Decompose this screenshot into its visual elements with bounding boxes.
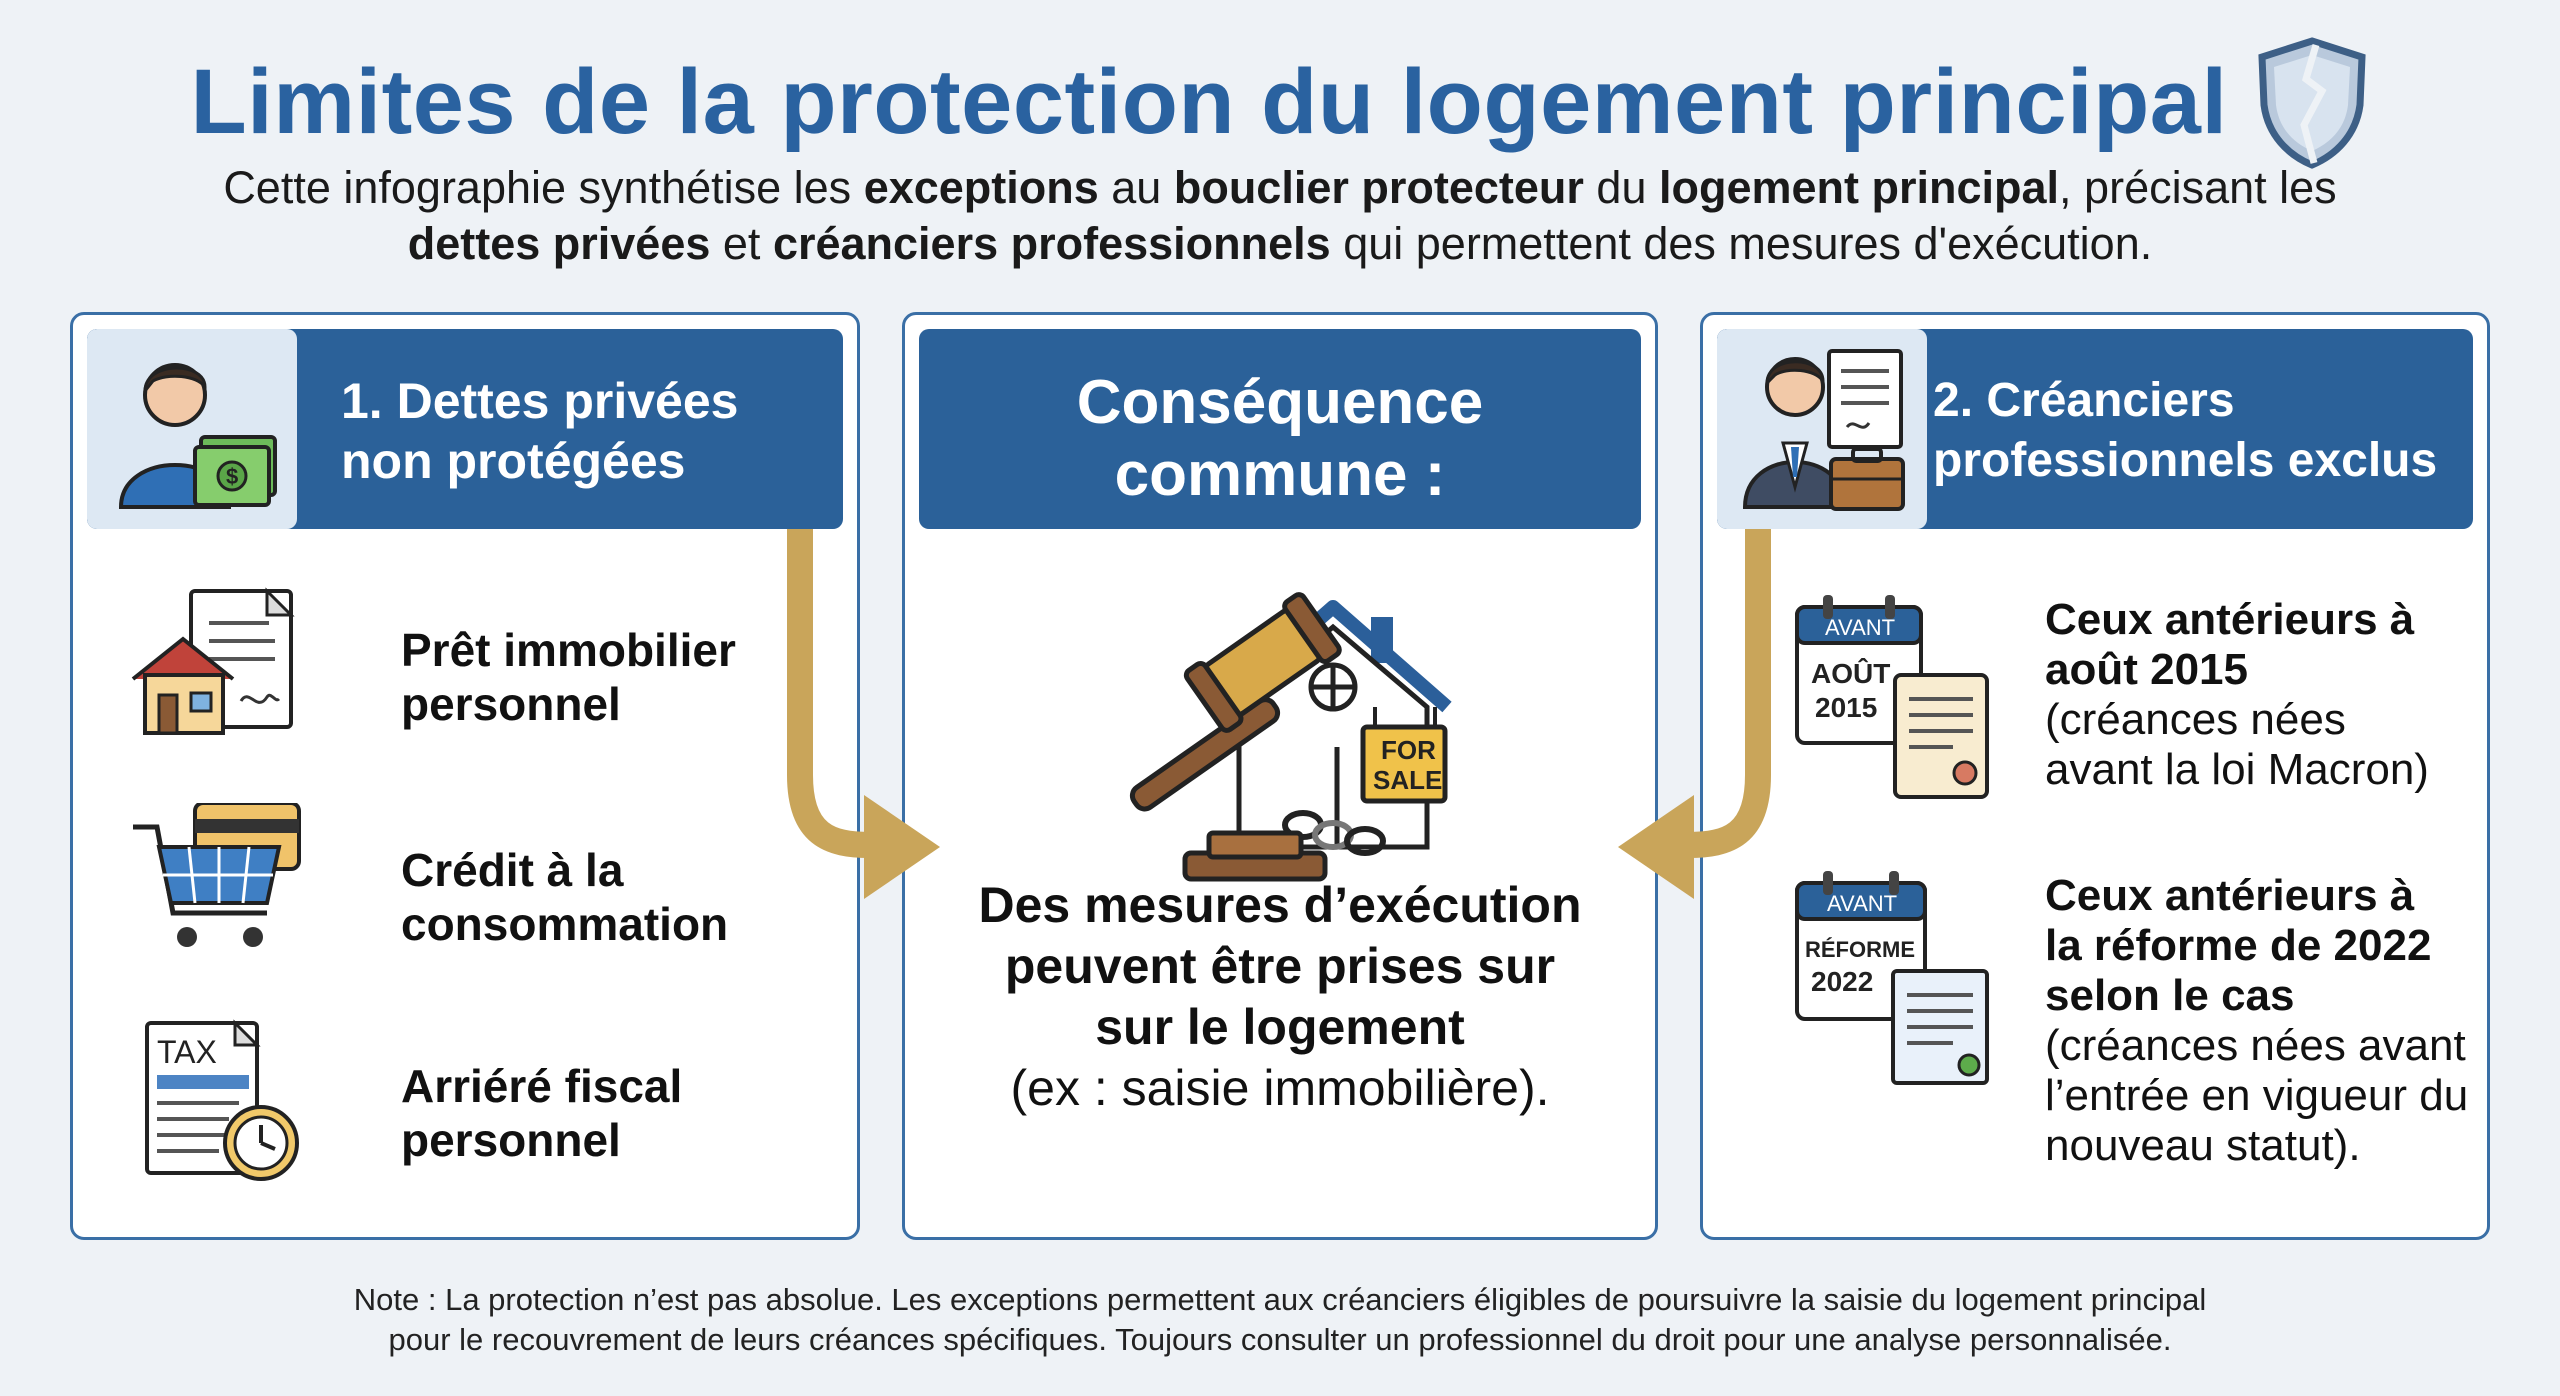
arrow-right-icon — [787, 529, 940, 899]
sign-text: SALE — [1373, 765, 1442, 795]
creditor-note-line: avant la loi Macron) — [2045, 745, 2429, 794]
arrow-left-icon — [1618, 529, 1771, 899]
calendar-mid-label: RÉFORME — [1805, 937, 1915, 962]
item-line: personnel — [401, 1114, 621, 1166]
consequence-panel: Conséquence commune : FOR SALE Des mesur… — [902, 312, 1658, 1240]
consequence-header: Conséquence commune : — [919, 329, 1641, 529]
businessman-document-icon — [1742, 349, 1905, 511]
professional-creditors-title: 2. Créanciers professionnels exclus — [1933, 371, 2437, 491]
subtitle-bold: créanciers professionnels — [772, 218, 1331, 269]
businessman-icon-box — [1717, 329, 1927, 529]
creditor-bold-line: Ceux antérieurs à — [2045, 871, 2415, 920]
page-title: Limites de la protection du logement pri… — [190, 50, 2228, 153]
item-label: Crédit à la consommation — [401, 843, 728, 951]
note-line: pour le recouvrement de leurs créances s… — [388, 1322, 2172, 1357]
calendar-top-label: AVANT — [1825, 615, 1895, 640]
header-line: 1. Dettes privées — [341, 373, 739, 429]
calendar-mid-label: AOÛT — [1811, 657, 1890, 689]
footer-note: Note : La protection n’est pas absolue. … — [140, 1280, 2420, 1360]
professional-creditors-panel: 2. Créanciers professionnels exclus AVAN… — [1700, 312, 2490, 1240]
header-line: commune : — [1114, 440, 1446, 509]
title-row: Limites de la protection du logement pri… — [0, 37, 2560, 169]
item-label: Arriéré fiscal personnel — [401, 1059, 682, 1167]
sign-text: FOR — [1381, 735, 1436, 765]
header-line: 2. Créanciers — [1933, 374, 2235, 427]
consequence-line: peuvent être prises sur — [1004, 938, 1556, 994]
note-line: Note : La protection n’est pas absolue. … — [353, 1282, 2207, 1317]
list-item: Prêt immobilier personnel — [129, 583, 829, 753]
calendar-year-label: 2015 — [1815, 692, 1877, 723]
private-debts-header: $ 1. Dettes privées non protégées — [87, 329, 843, 529]
tax-clock-icon: TAX — [145, 1019, 299, 1181]
subtitle-bold: exceptions — [863, 162, 1099, 213]
consequence-line: sur le logement — [1095, 999, 1465, 1055]
calendar-top-label: AVANT — [1827, 891, 1897, 916]
subtitle-bold: logement principal — [1658, 162, 2060, 213]
subtitle-bold: dettes privées — [407, 218, 711, 269]
subtitle: Cette infographie synthétise les excepti… — [130, 160, 2430, 272]
item-line: personnel — [401, 678, 621, 730]
creditor-bold-line: Ceux antérieurs à — [2045, 595, 2415, 644]
gavel-house-icon: FOR SALE — [1129, 592, 1452, 882]
subtitle-text: Cette infographie synthétise les — [223, 162, 864, 213]
calendar-year-label: 2022 — [1811, 966, 1873, 997]
creditor-note-line: l’entrée en vigueur du — [2045, 1071, 2469, 1120]
item-line: consommation — [401, 898, 729, 950]
header-line: non protégées — [341, 433, 686, 489]
private-debts-title: 1. Dettes privées non protégées — [341, 371, 738, 491]
list-item: TAX Arriéré fiscal personnel — [129, 1019, 829, 1189]
consequence-line: Des mesures d’exécution — [978, 877, 1582, 933]
header-line: professionnels exclus — [1933, 434, 2438, 487]
subtitle-text: au — [1098, 162, 1174, 213]
item-line: Arriéré fiscal — [401, 1060, 683, 1112]
subtitle-text: et — [710, 218, 773, 269]
item-line: Prêt immobilier — [401, 624, 736, 676]
creditor-note-line: (créances nées — [2045, 695, 2346, 744]
consequence-example: (ex : saisie immobilière). — [1010, 1060, 1550, 1116]
calendar-scroll-icon: AVANT AOÛT 2015 — [1795, 595, 1989, 799]
professional-creditors-header: 2. Créanciers professionnels exclus — [1717, 329, 2473, 529]
item-label: Prêt immobilier personnel — [401, 623, 736, 731]
calendar-document-icon: AVANT RÉFORME 2022 — [1795, 871, 1989, 1085]
creditor-note-line: nouveau statut). — [2045, 1121, 2361, 1170]
creditor-bold-line: août 2015 — [2045, 645, 2248, 694]
tax-label: TAX — [157, 1034, 217, 1070]
svg-text:$: $ — [226, 464, 238, 489]
broken-shield-icon — [2257, 37, 2366, 169]
creditor-note-line: (créances nées avant — [2045, 1021, 2466, 1070]
person-money-icon: $ — [118, 363, 277, 509]
creditor-description: Ceux antérieurs à août 2015 (créances né… — [2045, 595, 2505, 795]
subtitle-bold: bouclier protecteur — [1173, 162, 1584, 213]
person-money-icon-box: $ — [87, 329, 297, 529]
creditor-bold-line: selon le cas — [2045, 971, 2295, 1020]
header-line: Conséquence — [1076, 368, 1484, 437]
creditor-description: Ceux antérieurs à la réforme de 2022 sel… — [2045, 871, 2505, 1171]
consequence-text: Des mesures d’exécution peuvent être pri… — [925, 875, 1635, 1119]
subtitle-text: , précisant les — [2059, 162, 2337, 213]
shopping-cart-card-icon — [133, 803, 301, 947]
creditor-bold-line: la réforme de 2022 — [2045, 921, 2432, 970]
subtitle-text: du — [1583, 162, 1659, 213]
subtitle-text: qui permettent des mesures d'exécution. — [1330, 218, 2153, 269]
list-item: Crédit à la consommation — [129, 803, 829, 973]
item-line: Crédit à la — [401, 844, 624, 896]
house-document-icon — [131, 587, 295, 735]
private-debts-panel: $ 1. Dettes privées non protégées Prêt i… — [70, 312, 860, 1240]
consequence-title: Conséquence commune : — [919, 367, 1641, 511]
